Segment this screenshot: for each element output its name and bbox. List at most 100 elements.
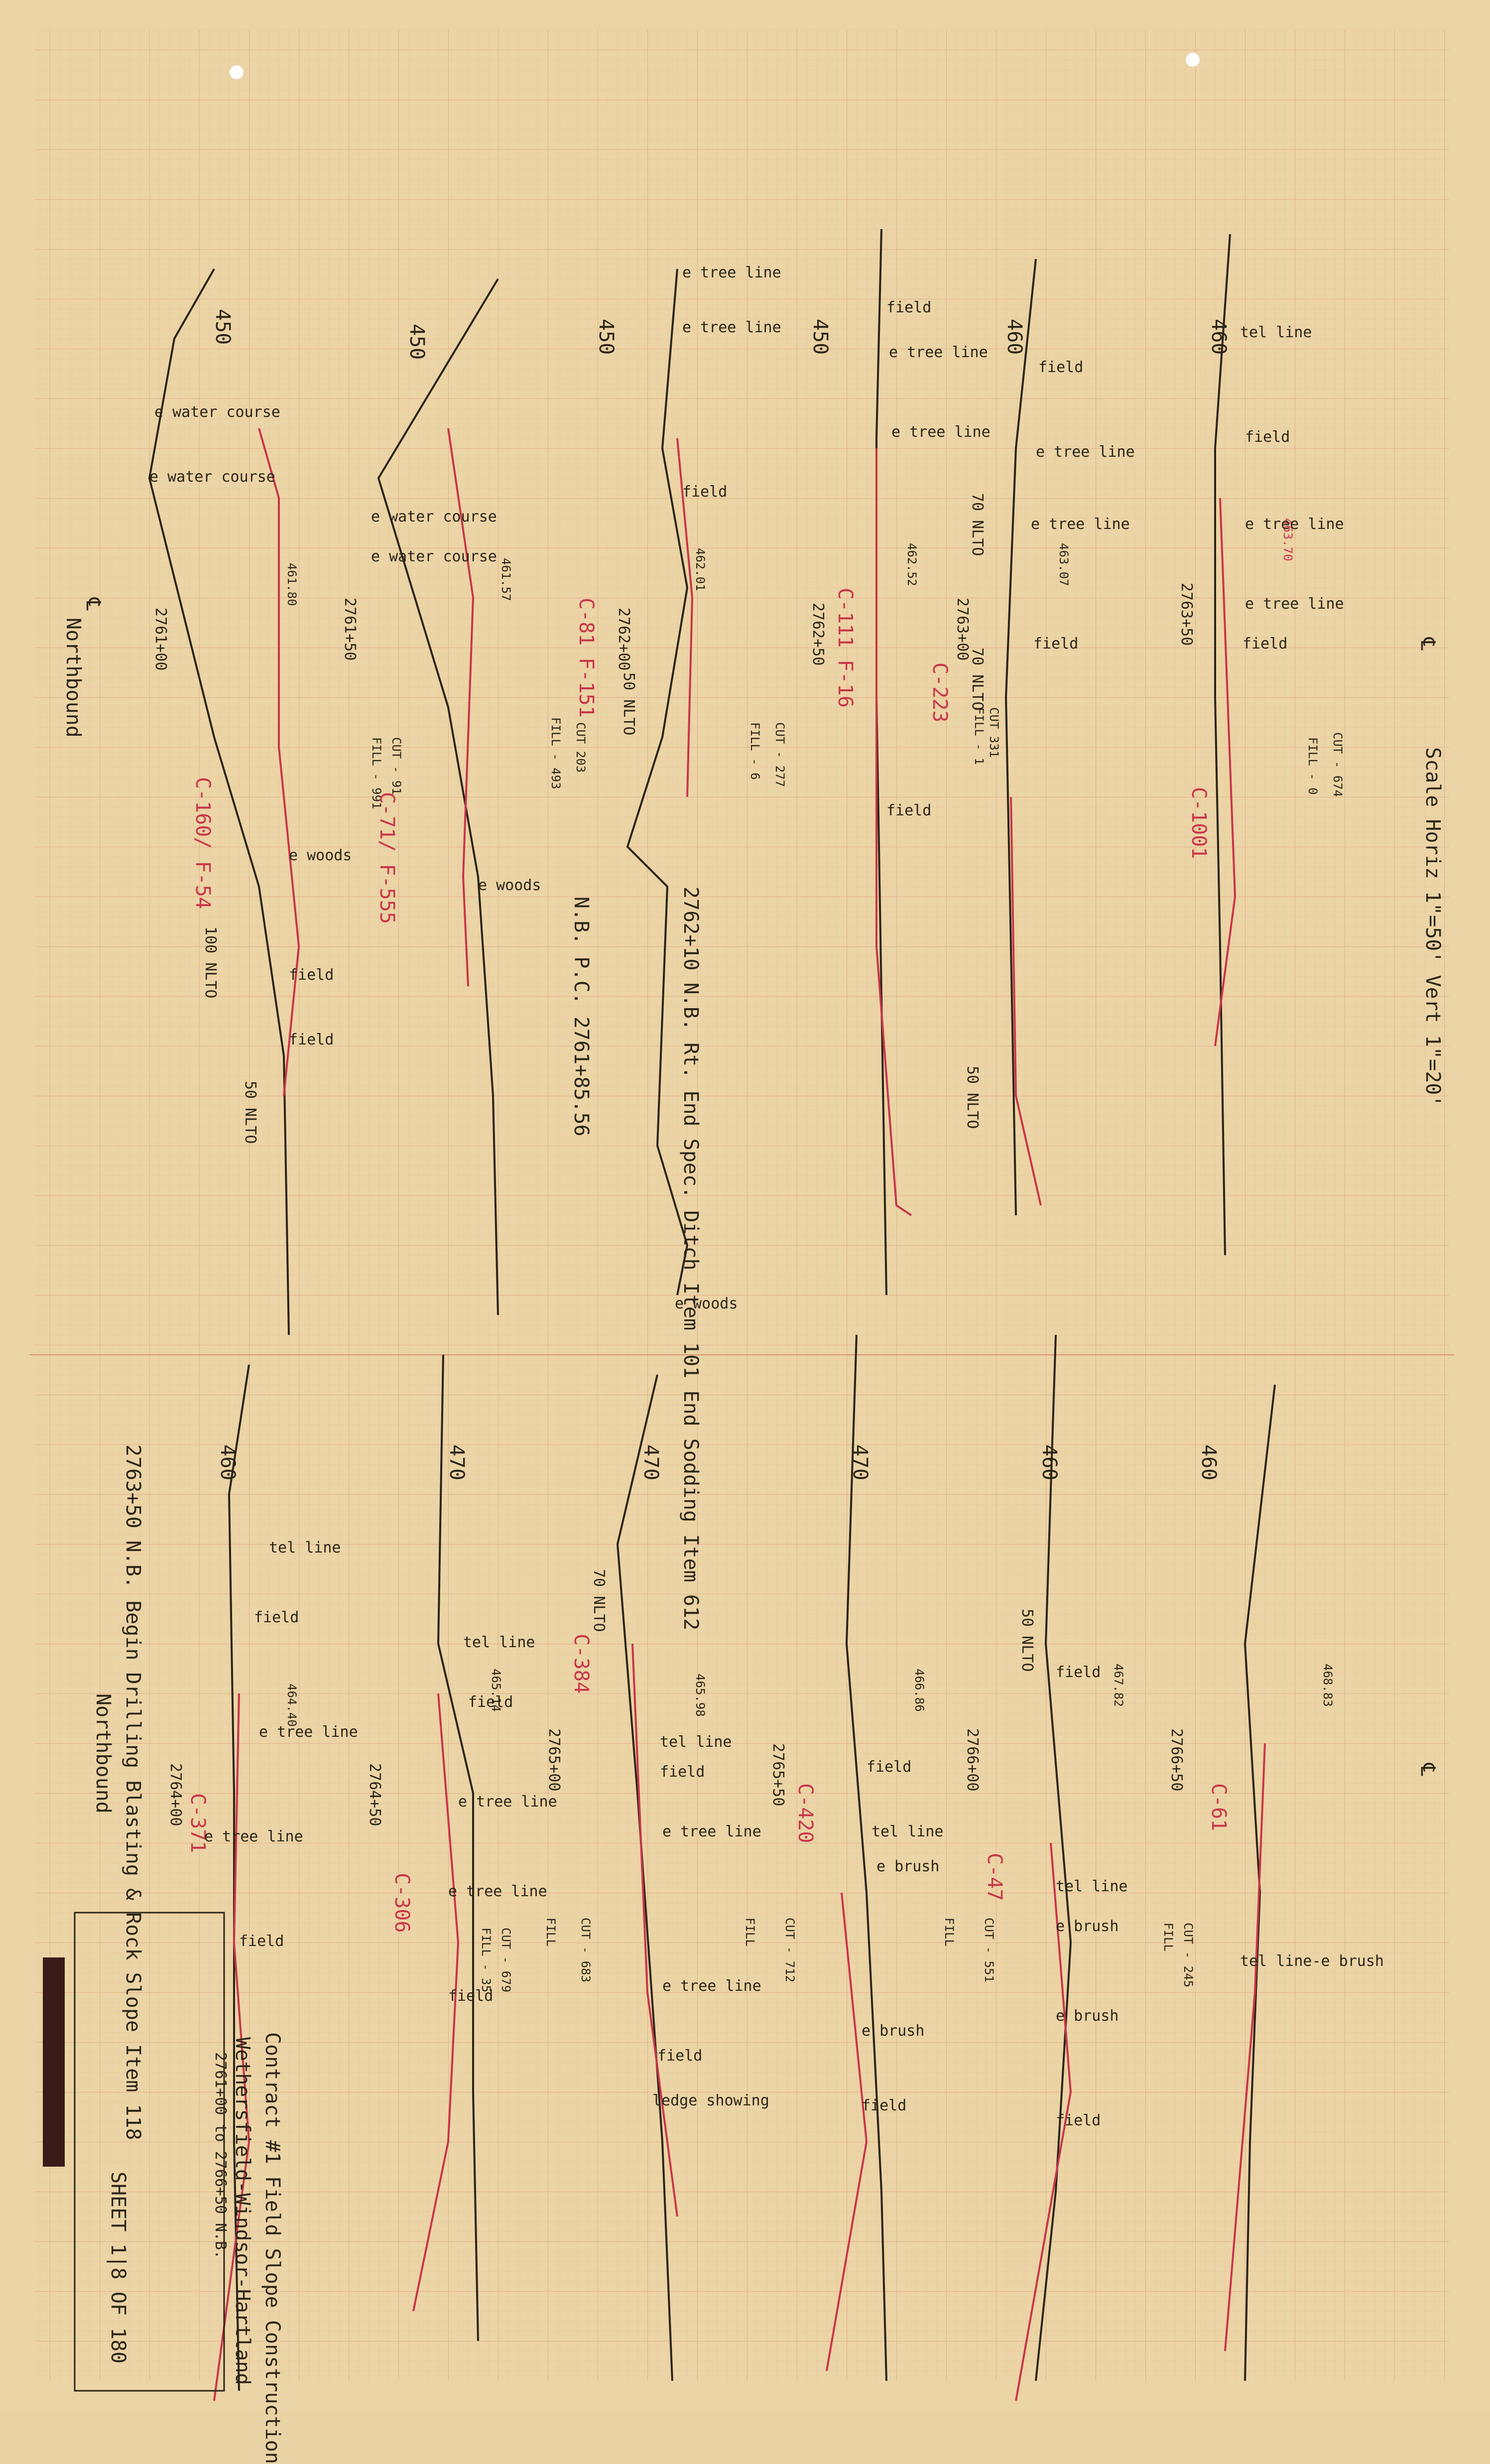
- station-8: 2764+50: [366, 1763, 383, 1826]
- northbound-top: Northbound: [62, 618, 85, 738]
- fill-6: FILL - 0: [1306, 737, 1320, 795]
- nlto-70a: 70 NLTO: [969, 493, 986, 556]
- project-title: Wethersfield-Windsor-Hartland: [231, 2037, 254, 2385]
- station-12: 2766+50: [1168, 1728, 1185, 1792]
- note-water-3: e water course: [371, 508, 497, 525]
- note-tree-11: e tree line: [458, 1793, 557, 1811]
- centerline-top: ℄: [1416, 638, 1439, 650]
- station-7: 2764+00: [167, 1763, 184, 1826]
- note-tel-1: tel line: [1240, 324, 1312, 341]
- note-brush-1: e brush: [876, 1858, 940, 1875]
- red-2: C-71/ F-555: [375, 792, 398, 924]
- grade-1: 450: [211, 309, 234, 345]
- note-tel-5: tel line: [871, 1823, 944, 1840]
- note-field-2: field: [1038, 359, 1084, 376]
- red-12: C-61: [1207, 1783, 1230, 1831]
- cut-4: CUT - 277: [773, 722, 787, 787]
- red-11: C-47: [983, 1853, 1006, 1901]
- note-field-3: field: [1245, 428, 1290, 446]
- centerline-right: ℄: [1416, 1763, 1439, 1776]
- note-tree-7: e tree line: [1245, 516, 1344, 533]
- note-water-4: e water course: [371, 548, 497, 565]
- note-tree-3: e tree line: [889, 344, 988, 361]
- note-field-4: field: [682, 483, 728, 501]
- nlto-50b: 50 NLTO: [620, 672, 637, 736]
- note-field-19: field: [1056, 2112, 1101, 2129]
- station-10: 2765+50: [769, 1743, 787, 1807]
- red-1: C-160/ F-54: [191, 777, 214, 909]
- station-1: 2761+00: [152, 608, 169, 671]
- station-4: 2762+50: [809, 603, 827, 666]
- note-field-10: field: [254, 1609, 299, 1626]
- red-10: C-420: [794, 1783, 817, 1843]
- fill-4: FILL - 6: [748, 722, 762, 780]
- nlto-50c: 50 NLTO: [964, 1066, 981, 1129]
- note-tel-3: tel line: [463, 1634, 535, 1651]
- red-6: C-1001: [1187, 787, 1210, 859]
- fill-10: FILL: [743, 1918, 757, 1946]
- note-field-6: field: [1242, 635, 1288, 652]
- cut-8: CUT - 679: [499, 1928, 513, 1993]
- note-tree-8: e tree line: [1245, 595, 1344, 613]
- elev-10: 466.86: [912, 1669, 926, 1712]
- elev-4: 462.52: [905, 543, 919, 586]
- red-9: C-384: [570, 1634, 593, 1694]
- grade-2: 450: [405, 324, 428, 360]
- note-field-12: field: [660, 1763, 705, 1781]
- elev-2: 461.57: [499, 558, 513, 601]
- note-field-5: field: [1033, 635, 1079, 652]
- station-range: 2761+00 to 2766+50 N.B.: [212, 2052, 229, 2259]
- note-field-1: field: [886, 299, 932, 316]
- note-tel-6: tel line: [1056, 1878, 1128, 1895]
- northbound-bottom: Northbound: [92, 1693, 115, 1814]
- fill-8: FILL - 35: [479, 1928, 493, 1993]
- note-tree-10: e tree line: [204, 1828, 303, 1845]
- nlto-50d: 50 NLTO: [1018, 1609, 1036, 1672]
- note-tel-4: tel line: [660, 1733, 732, 1751]
- cut-12: CUT - 245: [1181, 1923, 1195, 1988]
- grade-3: 450: [595, 319, 618, 355]
- contract-title: Contract #1 Field Slope Construction: [261, 2032, 284, 2464]
- station-2: 2761+50: [341, 598, 359, 661]
- note-water-1: e water course: [154, 403, 280, 421]
- punch-hole: [1186, 53, 1200, 67]
- grade-6: 460: [1207, 319, 1230, 355]
- grade-7: 460: [216, 1444, 239, 1481]
- note-field-13: field: [867, 1758, 912, 1776]
- title-block: [74, 1912, 225, 2392]
- grade-4: 450: [809, 319, 832, 355]
- note-tree-13: e tree line: [662, 1823, 761, 1840]
- note-ledge: ledge showing: [652, 2092, 769, 2109]
- nlto-50a: 50 NLTO: [242, 1081, 259, 1144]
- red-5: C-223: [928, 662, 951, 723]
- red-8: C-306: [390, 1873, 413, 1933]
- note-brush-3: e brush: [1056, 1918, 1119, 1935]
- binding-tab: [43, 1957, 65, 2167]
- profile-lines-upper: [148, 229, 1231, 1335]
- cut-5: CUT 331: [987, 707, 1001, 758]
- profile-lines-upper-red: [258, 428, 1237, 1216]
- note-field-14: field: [1056, 1664, 1101, 1681]
- fill-3: FILL - 493: [549, 717, 563, 789]
- cut-2: CUT - 91: [389, 737, 403, 795]
- station-11: 2766+00: [964, 1728, 981, 1792]
- note-tel-2: tel line: [269, 1539, 341, 1556]
- station-6: 2763+50: [1178, 583, 1195, 646]
- note-tree-6: e tree line: [1031, 516, 1130, 533]
- grade-11: 460: [1038, 1444, 1061, 1481]
- fill-11: FILL: [942, 1918, 956, 1946]
- note-tree-1: e tree line: [682, 264, 781, 281]
- elev-7: 464.40: [285, 1684, 299, 1727]
- cut-10: CUT - 712: [783, 1918, 797, 1983]
- cross-section-sheet: 450 450 450 450 460 460 2761+00 2761+50 …: [30, 30, 1454, 2464]
- note-field-17: field: [657, 2047, 703, 2065]
- nlto-70b: 70 NLTO: [969, 648, 986, 711]
- note-water-2: e water course: [149, 468, 275, 486]
- station-3: 2762+00: [615, 608, 632, 671]
- cut-9: CUT - 683: [579, 1918, 593, 1983]
- note-tel-brush: tel line-e brush: [1240, 1952, 1384, 1970]
- fill-12: FILL: [1161, 1923, 1175, 1951]
- note-field-11: field: [468, 1693, 513, 1711]
- elev-12: 468.83: [1321, 1664, 1335, 1707]
- scale-note: Scale Horiz 1"=50' Vert 1"=20': [1421, 747, 1444, 1107]
